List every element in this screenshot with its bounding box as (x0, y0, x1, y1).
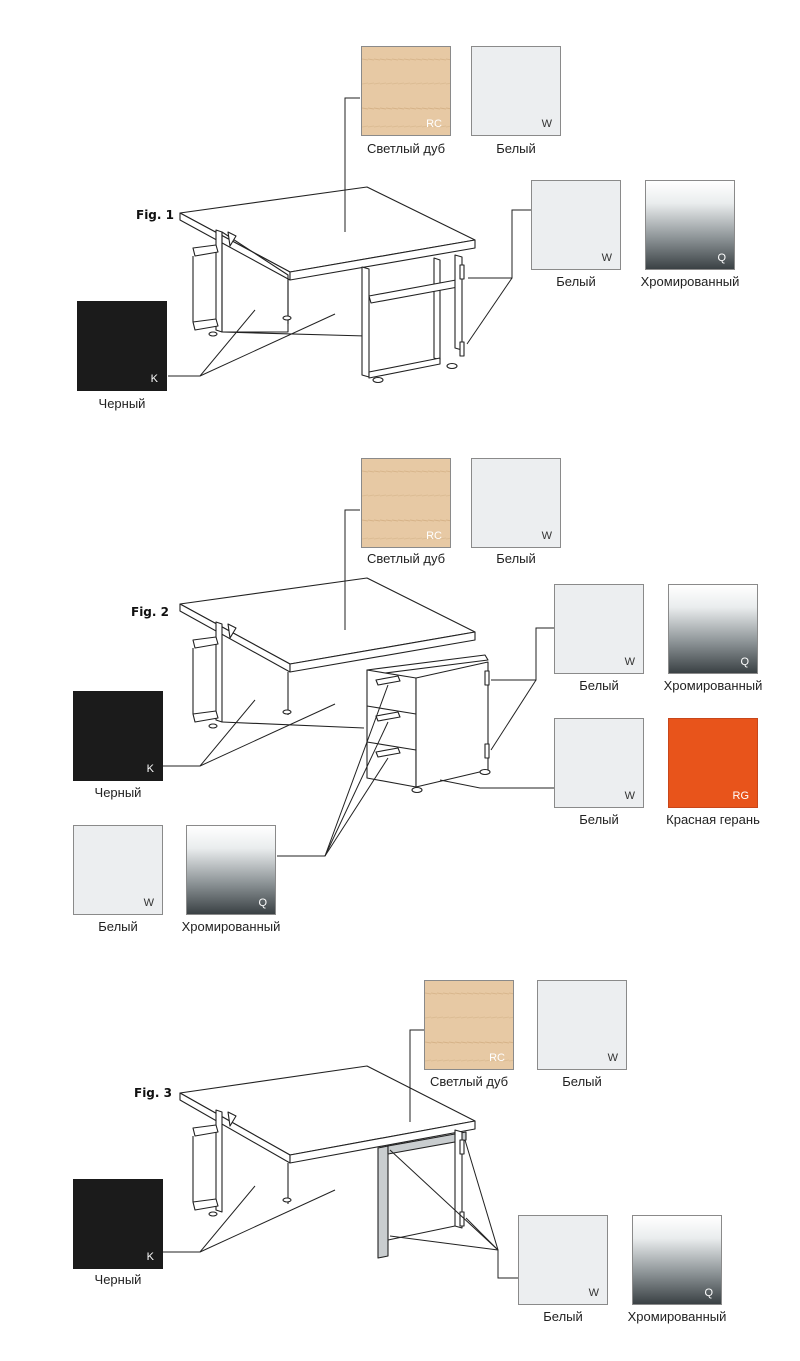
swatch-code: Q (717, 252, 726, 264)
swatch-code: W (541, 530, 552, 542)
swatch-label: Хромированный (663, 678, 763, 693)
leader-lines (163, 97, 554, 1279)
swatch-white: W (537, 980, 627, 1070)
swatch-code: W (624, 790, 635, 802)
swatch-black: K (77, 301, 167, 391)
swatch-black: K (73, 691, 163, 781)
desk-figure-2 (179, 577, 491, 794)
swatch-white: W (554, 718, 644, 808)
swatch-label: Белый (543, 1309, 583, 1324)
swatch-label: Белый (579, 678, 619, 693)
swatch-label: Черный (94, 785, 142, 800)
swatch-label: Белый (496, 551, 536, 566)
swatch-light-oak: RC (361, 46, 451, 136)
swatch-light-oak: RC (424, 980, 514, 1070)
swatch-label: Хромированный (640, 274, 740, 289)
swatch-chrome: Q (632, 1215, 722, 1305)
desk-figure-1 (179, 186, 476, 384)
swatch-label: Белый (496, 141, 536, 156)
swatch-chrome: Q (668, 584, 758, 674)
swatch-white: W (471, 46, 561, 136)
swatch-code: K (146, 763, 154, 775)
swatch-label: Белый (579, 812, 619, 827)
swatch-label: Светлый дуб (366, 141, 446, 156)
swatch-code: K (150, 373, 158, 385)
swatch-white: W (518, 1215, 608, 1305)
swatch-label: Хромированный (627, 1309, 727, 1324)
desk-top-2 (179, 577, 476, 665)
swatch-code: K (146, 1251, 154, 1263)
swatch-code: W (601, 252, 612, 264)
fig-2-label: Fig. 2 (131, 605, 169, 619)
swatch-code: W (607, 1052, 618, 1064)
swatch-label: Белый (98, 919, 138, 934)
swatch-label: Черный (98, 396, 146, 411)
swatch-label: Светлый дуб (366, 551, 446, 566)
swatch-red-geranium: RG (668, 718, 758, 808)
swatch-label: Красная герань (666, 812, 760, 827)
swatch-chrome: Q (186, 825, 276, 915)
swatch-label: Светлый дуб (429, 1074, 509, 1089)
swatch-label: Хромированный (181, 919, 281, 934)
swatch-white: W (531, 180, 621, 270)
swatch-code: Q (704, 1287, 713, 1299)
swatch-black: K (73, 1179, 163, 1269)
swatch-code: Q (258, 897, 267, 909)
swatch-light-oak: RC (361, 458, 451, 548)
swatch-code: W (541, 118, 552, 130)
swatch-code: RC (426, 118, 442, 130)
swatch-code: W (143, 897, 154, 909)
swatch-code: RC (489, 1052, 505, 1064)
swatch-label: Белый (556, 274, 596, 289)
fig-3-label: Fig. 3 (134, 1086, 172, 1100)
swatch-code: W (588, 1287, 599, 1299)
swatch-code: RC (426, 530, 442, 542)
swatch-code: W (624, 656, 635, 668)
swatch-label: Черный (94, 1272, 142, 1287)
desk-top-1 (179, 186, 476, 273)
fig-1-label: Fig. 1 (136, 208, 174, 222)
swatch-white: W (471, 458, 561, 548)
swatch-white: W (73, 825, 163, 915)
swatch-label: Белый (562, 1074, 602, 1089)
swatch-chrome: Q (645, 180, 735, 270)
swatch-white: W (554, 584, 644, 674)
swatch-code: RG (732, 790, 750, 802)
swatch-code: Q (740, 656, 749, 668)
desk-figure-3 (179, 1065, 476, 1259)
